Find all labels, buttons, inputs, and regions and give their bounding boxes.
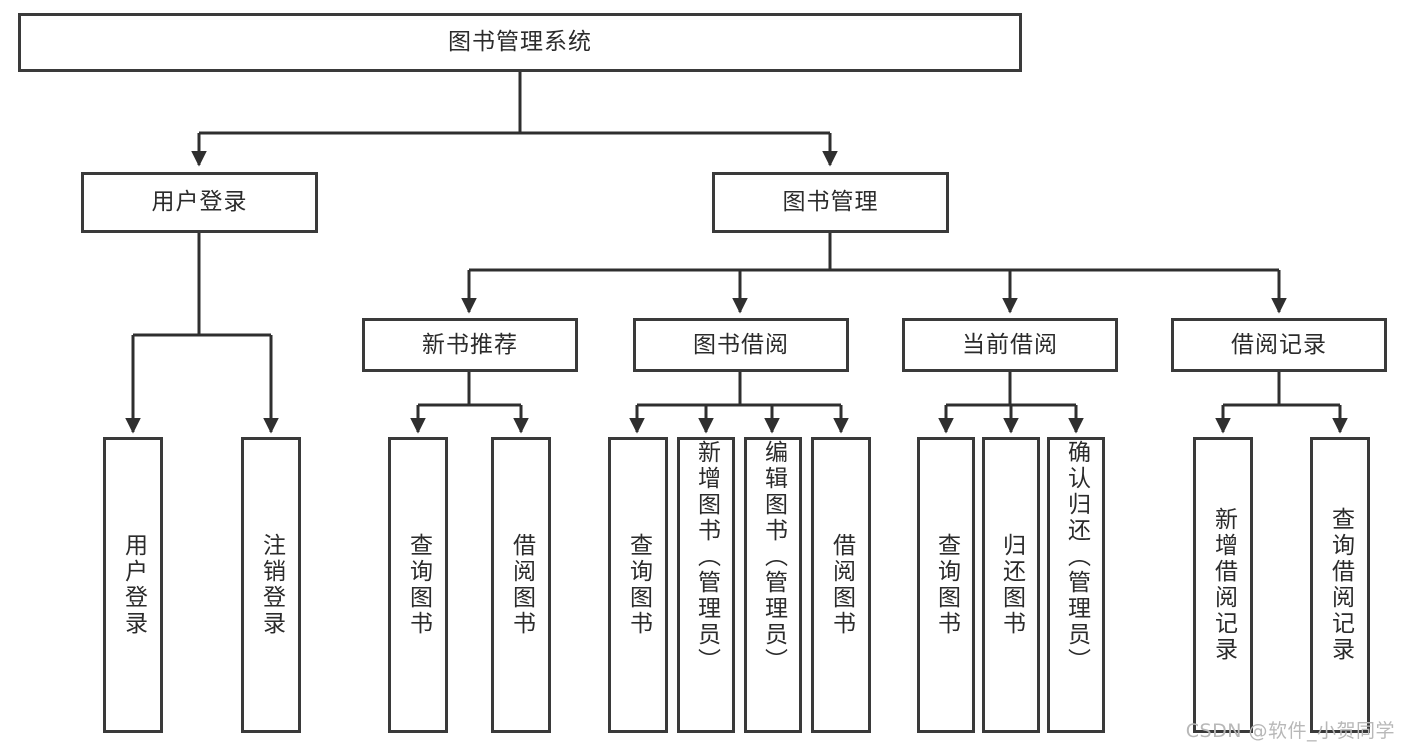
node-new-book-recommend-label: 新书推荐: [422, 331, 518, 358]
node-leaf-edit-book-label: 编辑图书（管理员）: [760, 440, 787, 674]
node-leaf-confirm-return[interactable]: 确认归还（管理员）: [1047, 437, 1105, 733]
node-leaf-add-record-label: 新增借阅记录: [1210, 507, 1237, 663]
node-leaf-query-book-2-label: 查询图书: [625, 533, 652, 637]
node-leaf-add-book[interactable]: 新增图书（管理员）: [677, 437, 735, 733]
node-leaf-user-login-label: 用户登录: [120, 533, 147, 637]
node-user-login[interactable]: 用户登录: [81, 172, 318, 233]
node-book-borrow-label: 图书借阅: [693, 331, 789, 358]
node-book-manage[interactable]: 图书管理: [712, 172, 949, 233]
node-leaf-return-book[interactable]: 归还图书: [982, 437, 1040, 733]
node-leaf-query-record[interactable]: 查询借阅记录: [1310, 437, 1370, 733]
node-leaf-query-book-2[interactable]: 查询图书: [608, 437, 668, 733]
node-leaf-return-book-label: 归还图书: [998, 533, 1025, 637]
node-leaf-borrow-book-1[interactable]: 借阅图书: [491, 437, 551, 733]
node-current-borrow-label: 当前借阅: [962, 331, 1058, 358]
node-leaf-logout-login[interactable]: 注销登录: [241, 437, 301, 733]
node-leaf-borrow-book-1-label: 借阅图书: [508, 533, 535, 637]
node-new-book-recommend[interactable]: 新书推荐: [362, 318, 578, 372]
node-leaf-add-record[interactable]: 新增借阅记录: [1193, 437, 1253, 733]
node-leaf-confirm-return-label: 确认归还（管理员）: [1063, 440, 1090, 674]
node-leaf-borrow-book-2[interactable]: 借阅图书: [811, 437, 871, 733]
node-book-borrow[interactable]: 图书借阅: [633, 318, 849, 372]
node-user-login-label: 用户登录: [151, 189, 248, 216]
node-leaf-user-login[interactable]: 用户登录: [103, 437, 163, 733]
node-leaf-add-book-label: 新增图书（管理员）: [693, 440, 720, 674]
node-leaf-query-book-1-label: 查询图书: [405, 533, 432, 637]
node-leaf-query-book-3[interactable]: 查询图书: [917, 437, 975, 733]
node-root-label: 图书管理系统: [448, 29, 592, 56]
node-root[interactable]: 图书管理系统: [18, 13, 1022, 72]
node-borrow-record[interactable]: 借阅记录: [1171, 318, 1387, 372]
node-leaf-query-record-label: 查询借阅记录: [1327, 507, 1354, 663]
node-leaf-query-book-3-label: 查询图书: [933, 533, 960, 637]
node-current-borrow[interactable]: 当前借阅: [902, 318, 1118, 372]
node-leaf-edit-book[interactable]: 编辑图书（管理员）: [744, 437, 802, 733]
node-borrow-record-label: 借阅记录: [1231, 331, 1327, 358]
node-leaf-query-book-1[interactable]: 查询图书: [388, 437, 448, 733]
watermark-text: CSDN @软件_小贺同学: [1185, 720, 1395, 742]
node-leaf-borrow-book-2-label: 借阅图书: [828, 533, 855, 637]
node-book-manage-label: 图书管理: [782, 189, 879, 216]
node-leaf-logout-login-label: 注销登录: [258, 533, 285, 637]
